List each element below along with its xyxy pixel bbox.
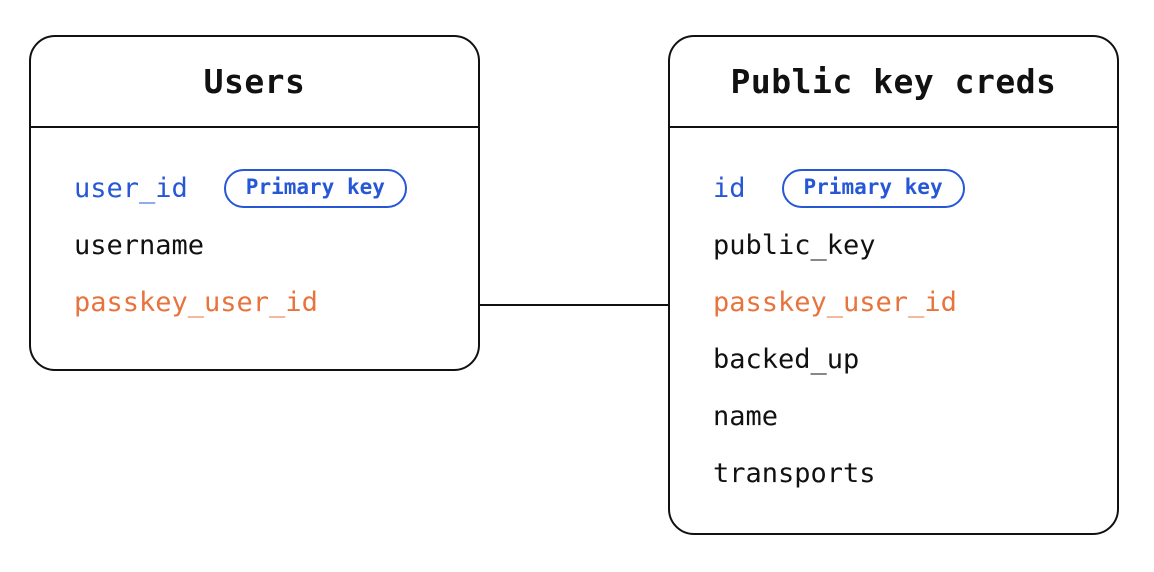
table-users-title: Users — [31, 37, 478, 128]
field-row: username — [74, 217, 458, 274]
field-row: name — [713, 388, 1097, 445]
field-name-transports: transports — [713, 458, 876, 489]
field-row: public_key — [713, 217, 1097, 274]
field-name-public-key: public_key — [713, 230, 876, 261]
table-public-key-creds-body: id Primary key public_key passkey_user_i… — [670, 128, 1117, 502]
table-users: Users user_id Primary key username passk… — [29, 35, 480, 371]
field-name-passkey-user-id: passkey_user_id — [74, 287, 318, 318]
primary-key-badge: Primary key — [223, 168, 407, 209]
field-name-id: id — [713, 173, 746, 204]
relationship-connector — [480, 304, 668, 306]
field-row: user_id Primary key — [74, 160, 458, 217]
field-name-username: username — [74, 230, 205, 261]
field-row: passkey_user_id — [713, 274, 1097, 331]
field-name-user-id: user_id — [74, 173, 188, 204]
field-row: backed_up — [713, 331, 1097, 388]
field-name-name: name — [713, 401, 779, 432]
field-row: passkey_user_id — [74, 274, 458, 331]
table-public-key-creds-title: Public key creds — [670, 37, 1117, 128]
field-name-passkey-user-id: passkey_user_id — [713, 287, 957, 318]
primary-key-badge: Primary key — [781, 168, 965, 209]
table-users-body: user_id Primary key username passkey_use… — [31, 128, 478, 331]
table-public-key-creds: Public key creds id Primary key public_k… — [668, 35, 1119, 535]
field-name-backed-up: backed_up — [713, 344, 860, 375]
field-row: transports — [713, 445, 1097, 502]
field-row: id Primary key — [713, 160, 1097, 217]
